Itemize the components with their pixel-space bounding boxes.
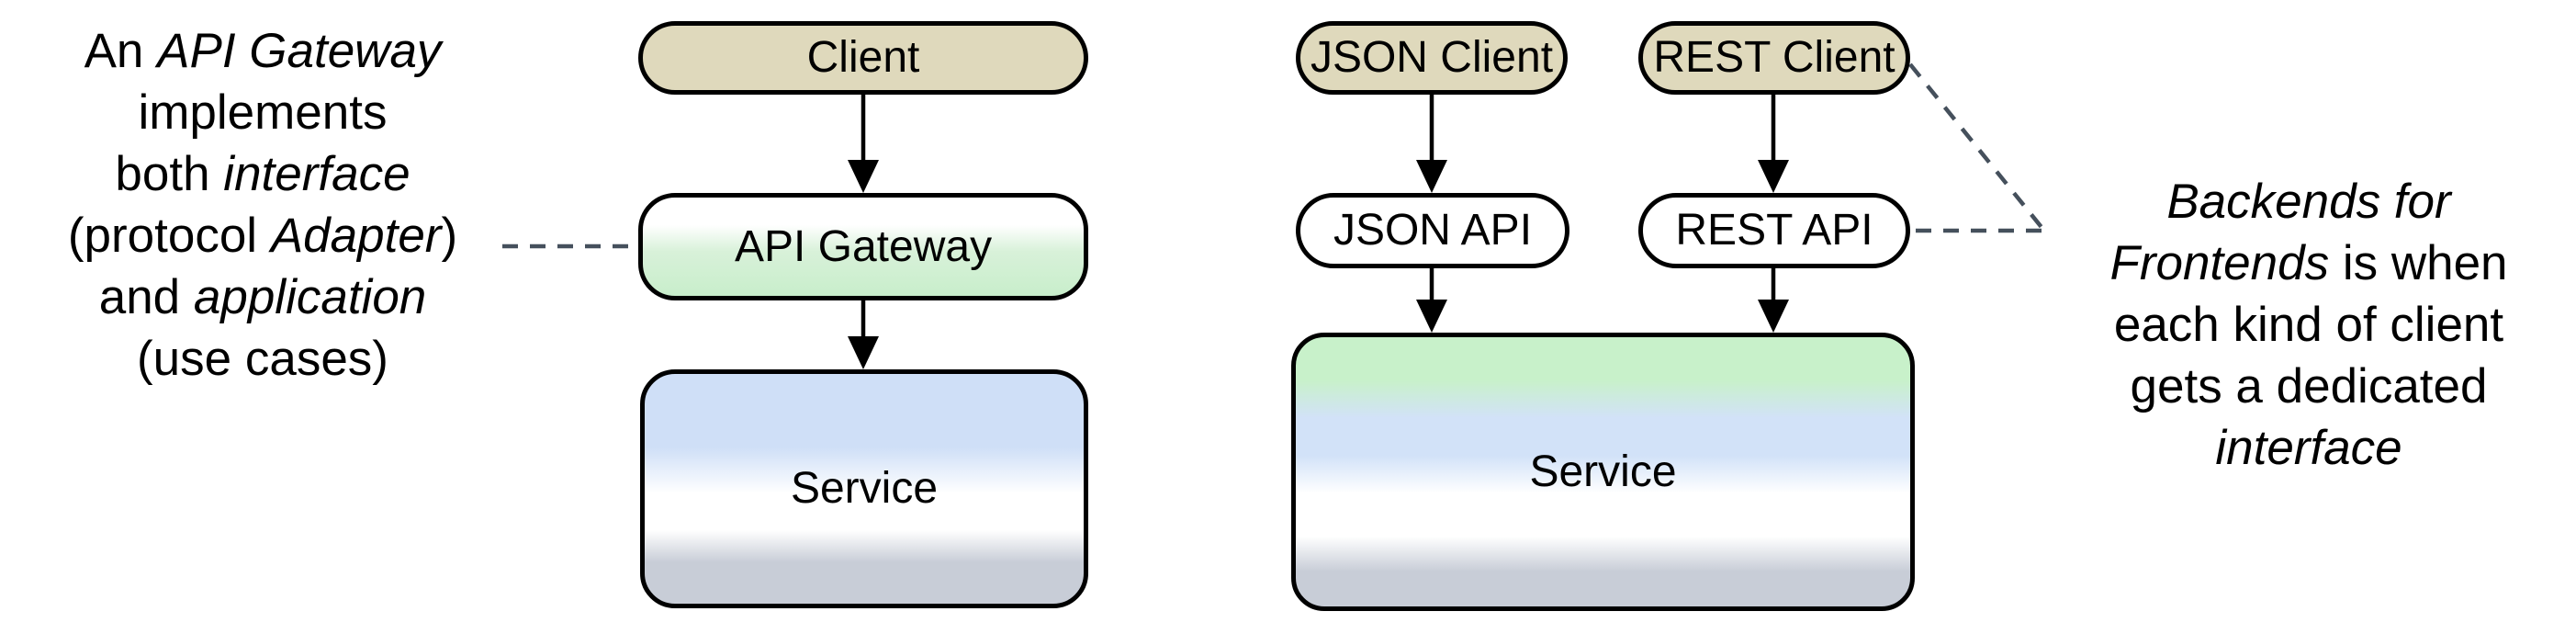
node-label-rest-api: REST API bbox=[1675, 206, 1873, 255]
note-line: Backends for bbox=[2046, 171, 2571, 232]
note-text-italic: Frontends bbox=[2109, 236, 2330, 290]
note-text: each kind of client bbox=[2113, 298, 2504, 352]
node-label-json-api: JSON API bbox=[1333, 206, 1533, 255]
node-label-service-left: Service bbox=[790, 464, 939, 513]
note-text: and bbox=[98, 270, 194, 324]
note-line: gets a dedicated bbox=[2046, 356, 2571, 417]
node-rest-api: REST API bbox=[1638, 193, 1910, 268]
note-line: Frontends is when bbox=[2046, 232, 2571, 294]
note-text-italic: interface bbox=[223, 147, 411, 201]
note-text-italic: Adapter bbox=[270, 209, 442, 263]
note-backends-for-frontends: Backends for Frontends is when each kind… bbox=[2046, 171, 2571, 479]
node-label-json-client: JSON Client bbox=[1310, 33, 1554, 82]
note-text-italic: Backends for bbox=[2166, 175, 2451, 229]
note-line: interface bbox=[2046, 417, 2571, 479]
note-line: An API Gateway bbox=[7, 20, 518, 82]
note-line: (use cases) bbox=[7, 328, 518, 390]
note-text: gets a dedicated bbox=[2130, 359, 2488, 413]
node-api-gateway: API Gateway bbox=[638, 193, 1088, 300]
note-line: and application bbox=[7, 266, 518, 328]
note-text-italic: API Gateway bbox=[157, 24, 442, 78]
note-text: An bbox=[84, 24, 158, 78]
note-text: implements bbox=[138, 85, 388, 140]
note-line: both interface bbox=[7, 143, 518, 205]
note-text: ) bbox=[441, 209, 458, 263]
arrowhead-rest-api-to-service bbox=[1758, 300, 1789, 333]
arrowhead-client-to-gateway bbox=[848, 160, 879, 193]
note-line: each kind of client bbox=[2046, 294, 2571, 356]
note-line: implements bbox=[7, 82, 518, 143]
node-service-right: Service bbox=[1291, 333, 1915, 611]
arrowhead-json-api-to-service bbox=[1416, 300, 1447, 333]
dashed-connector-rest-client-to-right-note bbox=[1908, 62, 2046, 232]
arrowhead-rest-client-to-rest-api bbox=[1758, 160, 1789, 193]
note-line: (protocol Adapter) bbox=[7, 205, 518, 266]
node-label-client: Client bbox=[806, 33, 920, 82]
note-text: (protocol bbox=[67, 209, 271, 263]
node-json-api: JSON API bbox=[1296, 193, 1569, 268]
node-client: Client bbox=[638, 21, 1088, 95]
note-api-gateway: An API Gateway implements both interface… bbox=[7, 20, 518, 390]
note-text: is when bbox=[2329, 236, 2508, 290]
note-text-italic: interface bbox=[2215, 421, 2402, 475]
node-json-client: JSON Client bbox=[1296, 21, 1568, 95]
note-text: (use cases) bbox=[137, 332, 388, 386]
node-label-service-right: Service bbox=[1529, 447, 1677, 496]
node-service-left: Service bbox=[640, 369, 1088, 608]
arrowhead-gateway-to-service bbox=[848, 336, 879, 369]
note-text-italic: application bbox=[193, 270, 427, 324]
node-label-api-gateway: API Gateway bbox=[734, 221, 993, 271]
arrowhead-json-client-to-json-api bbox=[1416, 160, 1447, 193]
node-rest-client: REST Client bbox=[1638, 21, 1910, 95]
node-label-rest-client: REST Client bbox=[1653, 33, 1895, 82]
note-text: both bbox=[115, 147, 224, 201]
